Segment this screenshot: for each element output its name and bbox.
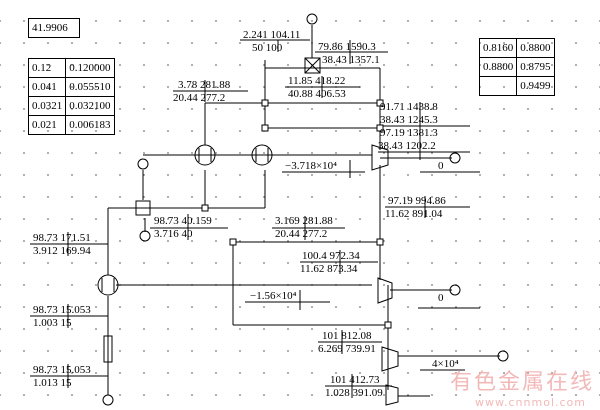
r-a2: 38.43 1245.3	[380, 114, 438, 126]
top-value-box: 41.9906	[28, 18, 80, 38]
top-c1: 79.86 1590.3	[318, 41, 376, 53]
ll-a2: 3.912 169.94	[33, 245, 91, 257]
r-b2: 11.62 891.04	[385, 208, 443, 220]
mid-b1: 3.169 281.88	[275, 215, 333, 227]
l-a1: 3.78 281.88	[178, 79, 231, 91]
mid-b2: 20.44 277.2	[275, 228, 328, 240]
compressor-lower-left	[97, 274, 119, 296]
low-a1: 101 812.08	[322, 330, 372, 342]
left-table-cell: 0.12	[27, 58, 67, 78]
heat-exchanger-top	[304, 57, 321, 74]
label-underlines	[30, 39, 480, 398]
right-table-cell: 0.8160	[478, 38, 518, 58]
right-table-cell: 0.8795	[516, 57, 555, 77]
pipes	[107, 25, 500, 397]
valve-lower-left	[103, 335, 113, 363]
left-m2: 3.716 40	[154, 228, 193, 240]
top-pair-a: 2.241 104.11	[243, 29, 301, 41]
turbine-middle-right	[377, 277, 393, 304]
bot-a2: 1.028 391.09	[325, 387, 383, 399]
right-table-cell: 0.9499	[516, 76, 555, 96]
compressor-right	[251, 144, 273, 166]
ll-a1: 98.73 171.51	[33, 232, 91, 244]
left-m1: 98.73 40.159	[154, 215, 212, 227]
mid-a1: 11.85 418.22	[288, 75, 346, 87]
low-a2: 6.269 739.91	[318, 343, 376, 355]
left-table-cell: 0.055510	[65, 77, 115, 97]
zero-2: 0	[438, 292, 444, 304]
left-table-cell: 0.0321	[27, 96, 67, 116]
left-table-cell: 0.006183	[65, 115, 115, 135]
terminals	[102, 13, 509, 406]
right-table-cell	[478, 76, 518, 96]
left-table-cell: 0.041	[27, 77, 67, 97]
ll-b1: 98.73 15.053	[33, 304, 91, 316]
turbine-lower-right	[381, 346, 399, 406]
turbine-upper-right	[371, 144, 389, 171]
right-table-cell: 0.8800	[478, 57, 518, 77]
top-pair-b: 50 100	[252, 42, 283, 54]
mixer-left	[135, 200, 151, 216]
zero-1: 0	[438, 160, 444, 172]
compressor-left	[194, 144, 216, 166]
ll-c1: 98.73 15.053	[33, 364, 91, 376]
top-value: 41.9906	[32, 22, 68, 34]
mid-a2: 40.88 406.53	[288, 88, 346, 100]
left-table-cell: 0.120000	[65, 58, 115, 78]
r-a4: 38.43 1202.2	[378, 140, 436, 152]
power-2: −1.56×10⁴	[250, 290, 297, 302]
left-table-cell: 0.021	[27, 115, 67, 135]
watermark-cn: 有色金属在线	[449, 370, 594, 395]
r-a1: 91.71 1438.8	[380, 101, 438, 113]
mid-c2: 11.62 873.34	[300, 263, 358, 275]
ll-b2: 1.003 15	[33, 317, 72, 329]
right-table-cell: 0.8800	[516, 38, 555, 58]
bot-a1: 101 412.73	[330, 374, 380, 386]
power-3: 4×10⁴	[432, 358, 459, 370]
r-a3: 97.19 1381.3	[380, 127, 438, 139]
left-table-cell: 0.032100	[65, 96, 115, 116]
r-b1: 97.19 994.86	[388, 195, 446, 207]
top-c2: 38.43 1357.1	[322, 54, 380, 66]
l-a2: 20.44 277.2	[173, 92, 226, 104]
right-table-row: 0.9499	[478, 76, 555, 96]
nodes	[201, 99, 392, 329]
mid-c1: 100.4 972.34	[302, 250, 360, 262]
watermark-url: www.cnnmol.com	[475, 396, 586, 409]
ll-c2: 1.013 15	[33, 377, 72, 389]
power-1: −3.718×10⁴	[285, 160, 337, 172]
